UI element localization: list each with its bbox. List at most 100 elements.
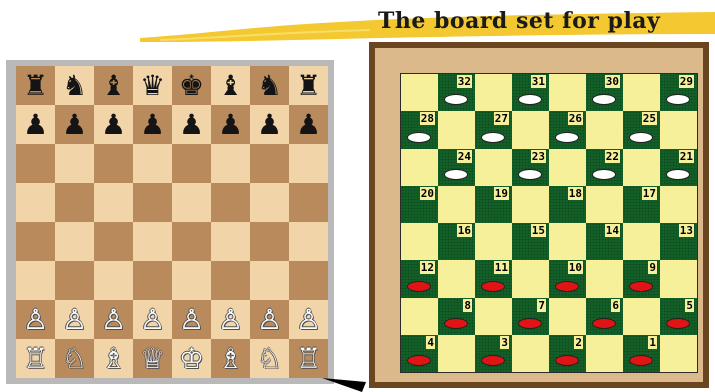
checkers-square-light[interactable] <box>475 223 512 260</box>
checkers-square-dark[interactable]: 11 <box>475 260 512 297</box>
red-checker[interactable] <box>666 318 690 329</box>
chess-square[interactable] <box>133 222 172 261</box>
chess-piece[interactable]: ♞ <box>257 72 282 100</box>
checkers-square-light[interactable] <box>512 335 549 372</box>
checkers-square-light[interactable] <box>401 74 438 111</box>
chess-square[interactable] <box>55 144 94 183</box>
checkers-square-light[interactable] <box>660 111 697 148</box>
chess-square[interactable]: ♟ <box>94 105 133 144</box>
chess-square[interactable] <box>16 222 55 261</box>
checkers-square-light[interactable] <box>623 298 660 335</box>
chess-square[interactable]: ♟ <box>211 105 250 144</box>
red-checker[interactable] <box>407 355 431 366</box>
red-checker[interactable] <box>481 281 505 292</box>
chess-square[interactable]: ♙ <box>172 300 211 339</box>
checkers-square-dark[interactable]: 23 <box>512 149 549 186</box>
checkers-square-light[interactable] <box>623 149 660 186</box>
checkers-square-dark[interactable]: 10 <box>549 260 586 297</box>
chess-square[interactable] <box>289 261 328 300</box>
checkers-square-light[interactable] <box>586 111 623 148</box>
chess-square[interactable]: ♝ <box>94 66 133 105</box>
checkers-square-dark[interactable]: 7 <box>512 298 549 335</box>
checkers-square-dark[interactable]: 25 <box>623 111 660 148</box>
checkers-square-dark[interactable]: 12 <box>401 260 438 297</box>
chess-square[interactable] <box>211 261 250 300</box>
checkers-square-dark[interactable]: 6 <box>586 298 623 335</box>
checkers-square-light[interactable] <box>660 186 697 223</box>
chess-square[interactable]: ♟ <box>250 105 289 144</box>
red-checker[interactable] <box>555 281 579 292</box>
chess-square[interactable] <box>55 222 94 261</box>
checkers-square-dark[interactable]: 14 <box>586 223 623 260</box>
checkers-square-dark[interactable]: 13 <box>660 223 697 260</box>
checkers-square-light[interactable] <box>438 335 475 372</box>
chess-square[interactable] <box>172 144 211 183</box>
checkers-square-dark[interactable]: 21 <box>660 149 697 186</box>
chess-square[interactable] <box>94 222 133 261</box>
chess-square[interactable]: ♙ <box>211 300 250 339</box>
chess-square[interactable] <box>250 261 289 300</box>
chess-piece[interactable]: ♘ <box>62 345 87 373</box>
checkers-square-light[interactable] <box>438 260 475 297</box>
checkers-square-light[interactable] <box>549 74 586 111</box>
chess-piece[interactable]: ♙ <box>101 306 126 334</box>
chess-square[interactable] <box>16 183 55 222</box>
checkers-square-dark[interactable]: 17 <box>623 186 660 223</box>
chess-square[interactable] <box>133 144 172 183</box>
checkers-square-light[interactable] <box>512 186 549 223</box>
chess-square[interactable] <box>172 222 211 261</box>
checkers-square-dark[interactable]: 18 <box>549 186 586 223</box>
chess-square[interactable]: ♗ <box>211 339 250 378</box>
checkers-square-light[interactable] <box>549 223 586 260</box>
chess-piece[interactable]: ♜ <box>23 72 48 100</box>
chess-piece[interactable]: ♝ <box>218 72 243 100</box>
checkers-square-light[interactable] <box>549 149 586 186</box>
chess-piece[interactable]: ♙ <box>62 306 87 334</box>
checkers-square-dark[interactable]: 29 <box>660 74 697 111</box>
red-checker[interactable] <box>629 355 653 366</box>
chess-piece[interactable]: ♙ <box>218 306 243 334</box>
white-checker[interactable] <box>555 132 579 143</box>
chess-square[interactable]: ♟ <box>289 105 328 144</box>
chess-square[interactable] <box>211 144 250 183</box>
white-checker[interactable] <box>592 169 616 180</box>
checkers-square-light[interactable] <box>623 74 660 111</box>
chess-square[interactable]: ♝ <box>211 66 250 105</box>
chess-square[interactable]: ♗ <box>94 339 133 378</box>
white-checker[interactable] <box>666 169 690 180</box>
chess-piece[interactable]: ♟ <box>140 111 165 139</box>
chess-square[interactable] <box>250 222 289 261</box>
chess-square[interactable] <box>289 144 328 183</box>
chess-piece[interactable]: ♗ <box>101 345 126 373</box>
chess-square[interactable]: ♘ <box>250 339 289 378</box>
chess-square[interactable] <box>16 144 55 183</box>
checkers-square-dark[interactable]: 20 <box>401 186 438 223</box>
chess-square[interactable]: ♙ <box>133 300 172 339</box>
red-checker[interactable] <box>555 355 579 366</box>
checkers-square-light[interactable] <box>401 298 438 335</box>
chess-piece[interactable]: ♟ <box>296 111 321 139</box>
checkers-square-light[interactable] <box>660 260 697 297</box>
checkers-square-dark[interactable]: 9 <box>623 260 660 297</box>
white-checker[interactable] <box>444 94 468 105</box>
chess-square[interactable]: ♙ <box>289 300 328 339</box>
chess-square[interactable] <box>250 183 289 222</box>
white-checker[interactable] <box>444 169 468 180</box>
chess-square[interactable] <box>289 222 328 261</box>
chess-square[interactable] <box>133 183 172 222</box>
chess-piece[interactable]: ♟ <box>101 111 126 139</box>
checkers-square-light[interactable] <box>660 335 697 372</box>
checkers-square-light[interactable] <box>586 186 623 223</box>
checkers-square-light[interactable] <box>438 111 475 148</box>
chess-square[interactable] <box>55 183 94 222</box>
chess-square[interactable]: ♘ <box>55 339 94 378</box>
red-checker[interactable] <box>444 318 468 329</box>
chess-piece[interactable]: ♟ <box>257 111 282 139</box>
checkers-square-light[interactable] <box>438 186 475 223</box>
chess-piece[interactable]: ♕ <box>140 345 165 373</box>
chess-square[interactable] <box>55 261 94 300</box>
chess-square[interactable] <box>289 183 328 222</box>
chess-piece[interactable]: ♟ <box>179 111 204 139</box>
chess-square[interactable]: ♙ <box>16 300 55 339</box>
checkers-square-dark[interactable]: 19 <box>475 186 512 223</box>
